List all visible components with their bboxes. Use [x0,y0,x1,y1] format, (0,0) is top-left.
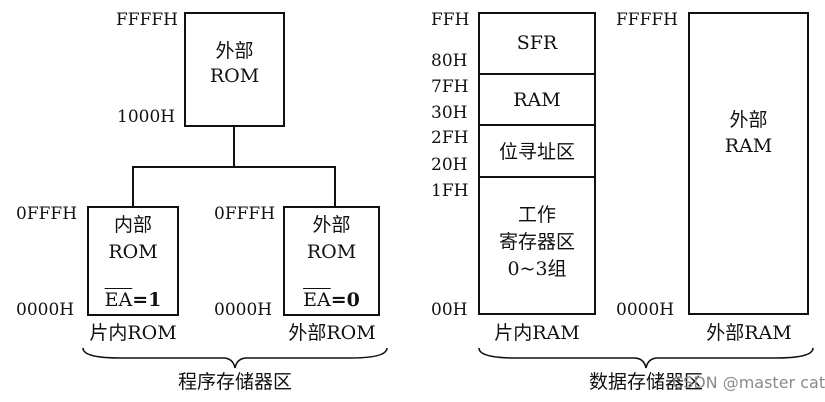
bit-addressable-segment-label: 位寻址区 [498,141,575,163]
connector-vertical-trunk [233,127,235,167]
connector-horizontal-bar [132,166,336,168]
data-memory-caption: 数据存储器区 [588,371,703,393]
ea-signal-overbar: EA [303,289,331,311]
connector-left-drop [132,166,134,207]
int-rom-label-line1: 内部 [113,214,152,236]
regs-bottom-address: 00H [431,300,468,320]
ram-segment-label: RAM [513,89,561,111]
segment-divider [478,176,596,178]
ext-rom-low-ea-condition: EA=0 [283,288,380,312]
data-memory-brace [478,347,814,369]
program-memory-brace [82,347,388,369]
segment-divider [478,73,596,75]
external-rom-low-block [283,206,380,316]
internal-ram-block [478,12,596,315]
segment-divider [478,124,596,126]
ext-rom-low-top-address: 0FFFH [214,204,276,224]
external-rom-block [184,12,285,127]
regs-top-address: 1FH [431,181,469,201]
ext-ram-top-address: FFFFH [616,10,679,30]
external-ram-caption: 外部RAM [706,322,792,344]
ext-rom-bottom-address: 1000H [117,107,176,127]
register-segment-label-line2: 寄存器区 [498,231,575,253]
ext-ram-bottom-address: 0000H [616,300,675,320]
ea-value: =0 [330,289,360,311]
register-segment-label-line1: 工作 [517,204,556,226]
ext-rom-low-bottom-address: 0000H [214,300,273,320]
program-memory-caption: 程序存储器区 [177,371,292,393]
ext-rom-label-line1: 外部 [215,40,254,62]
external-ram-block [688,12,809,315]
ext-rom-top-address: FFFFH [116,10,179,30]
ext-rom-low-label-line1: 外部 [312,214,351,236]
int-rom-top-address: 0FFFH [16,204,78,224]
ram-top-address: 7FH [431,77,469,97]
ea-signal-overbar: EA [104,289,133,311]
watermark: CSDN @master cat [672,373,825,392]
register-segment-label-line3: 0~3组 [507,258,567,280]
sfr-top-address: FFH [431,10,470,30]
int-rom-caption: 片内ROM [89,322,177,344]
connector-right-drop [334,166,336,207]
bit-area-bottom-address: 20H [431,155,468,175]
int-rom-ea-condition: EA=1 [87,288,179,312]
sfr-bottom-address: 80H [431,51,468,71]
ext-rom-low-label-line2: ROM [306,241,357,263]
ext-rom-label-line2: ROM [209,65,260,87]
ea-value: =1 [132,289,162,311]
ext-ram-label-line1: 外部 [729,109,768,131]
sfr-segment-label: SFR [516,32,558,54]
internal-ram-caption: 片内RAM [494,322,580,344]
ext-ram-label-line2: RAM [724,135,773,157]
bit-area-top-address: 2FH [431,128,469,148]
internal-rom-block [87,206,179,316]
ram-bottom-address: 30H [431,103,468,123]
int-rom-label-line2: ROM [108,241,158,263]
ext-rom-low-caption: 外部ROM [288,322,376,344]
int-rom-bottom-address: 0000H [16,300,75,320]
